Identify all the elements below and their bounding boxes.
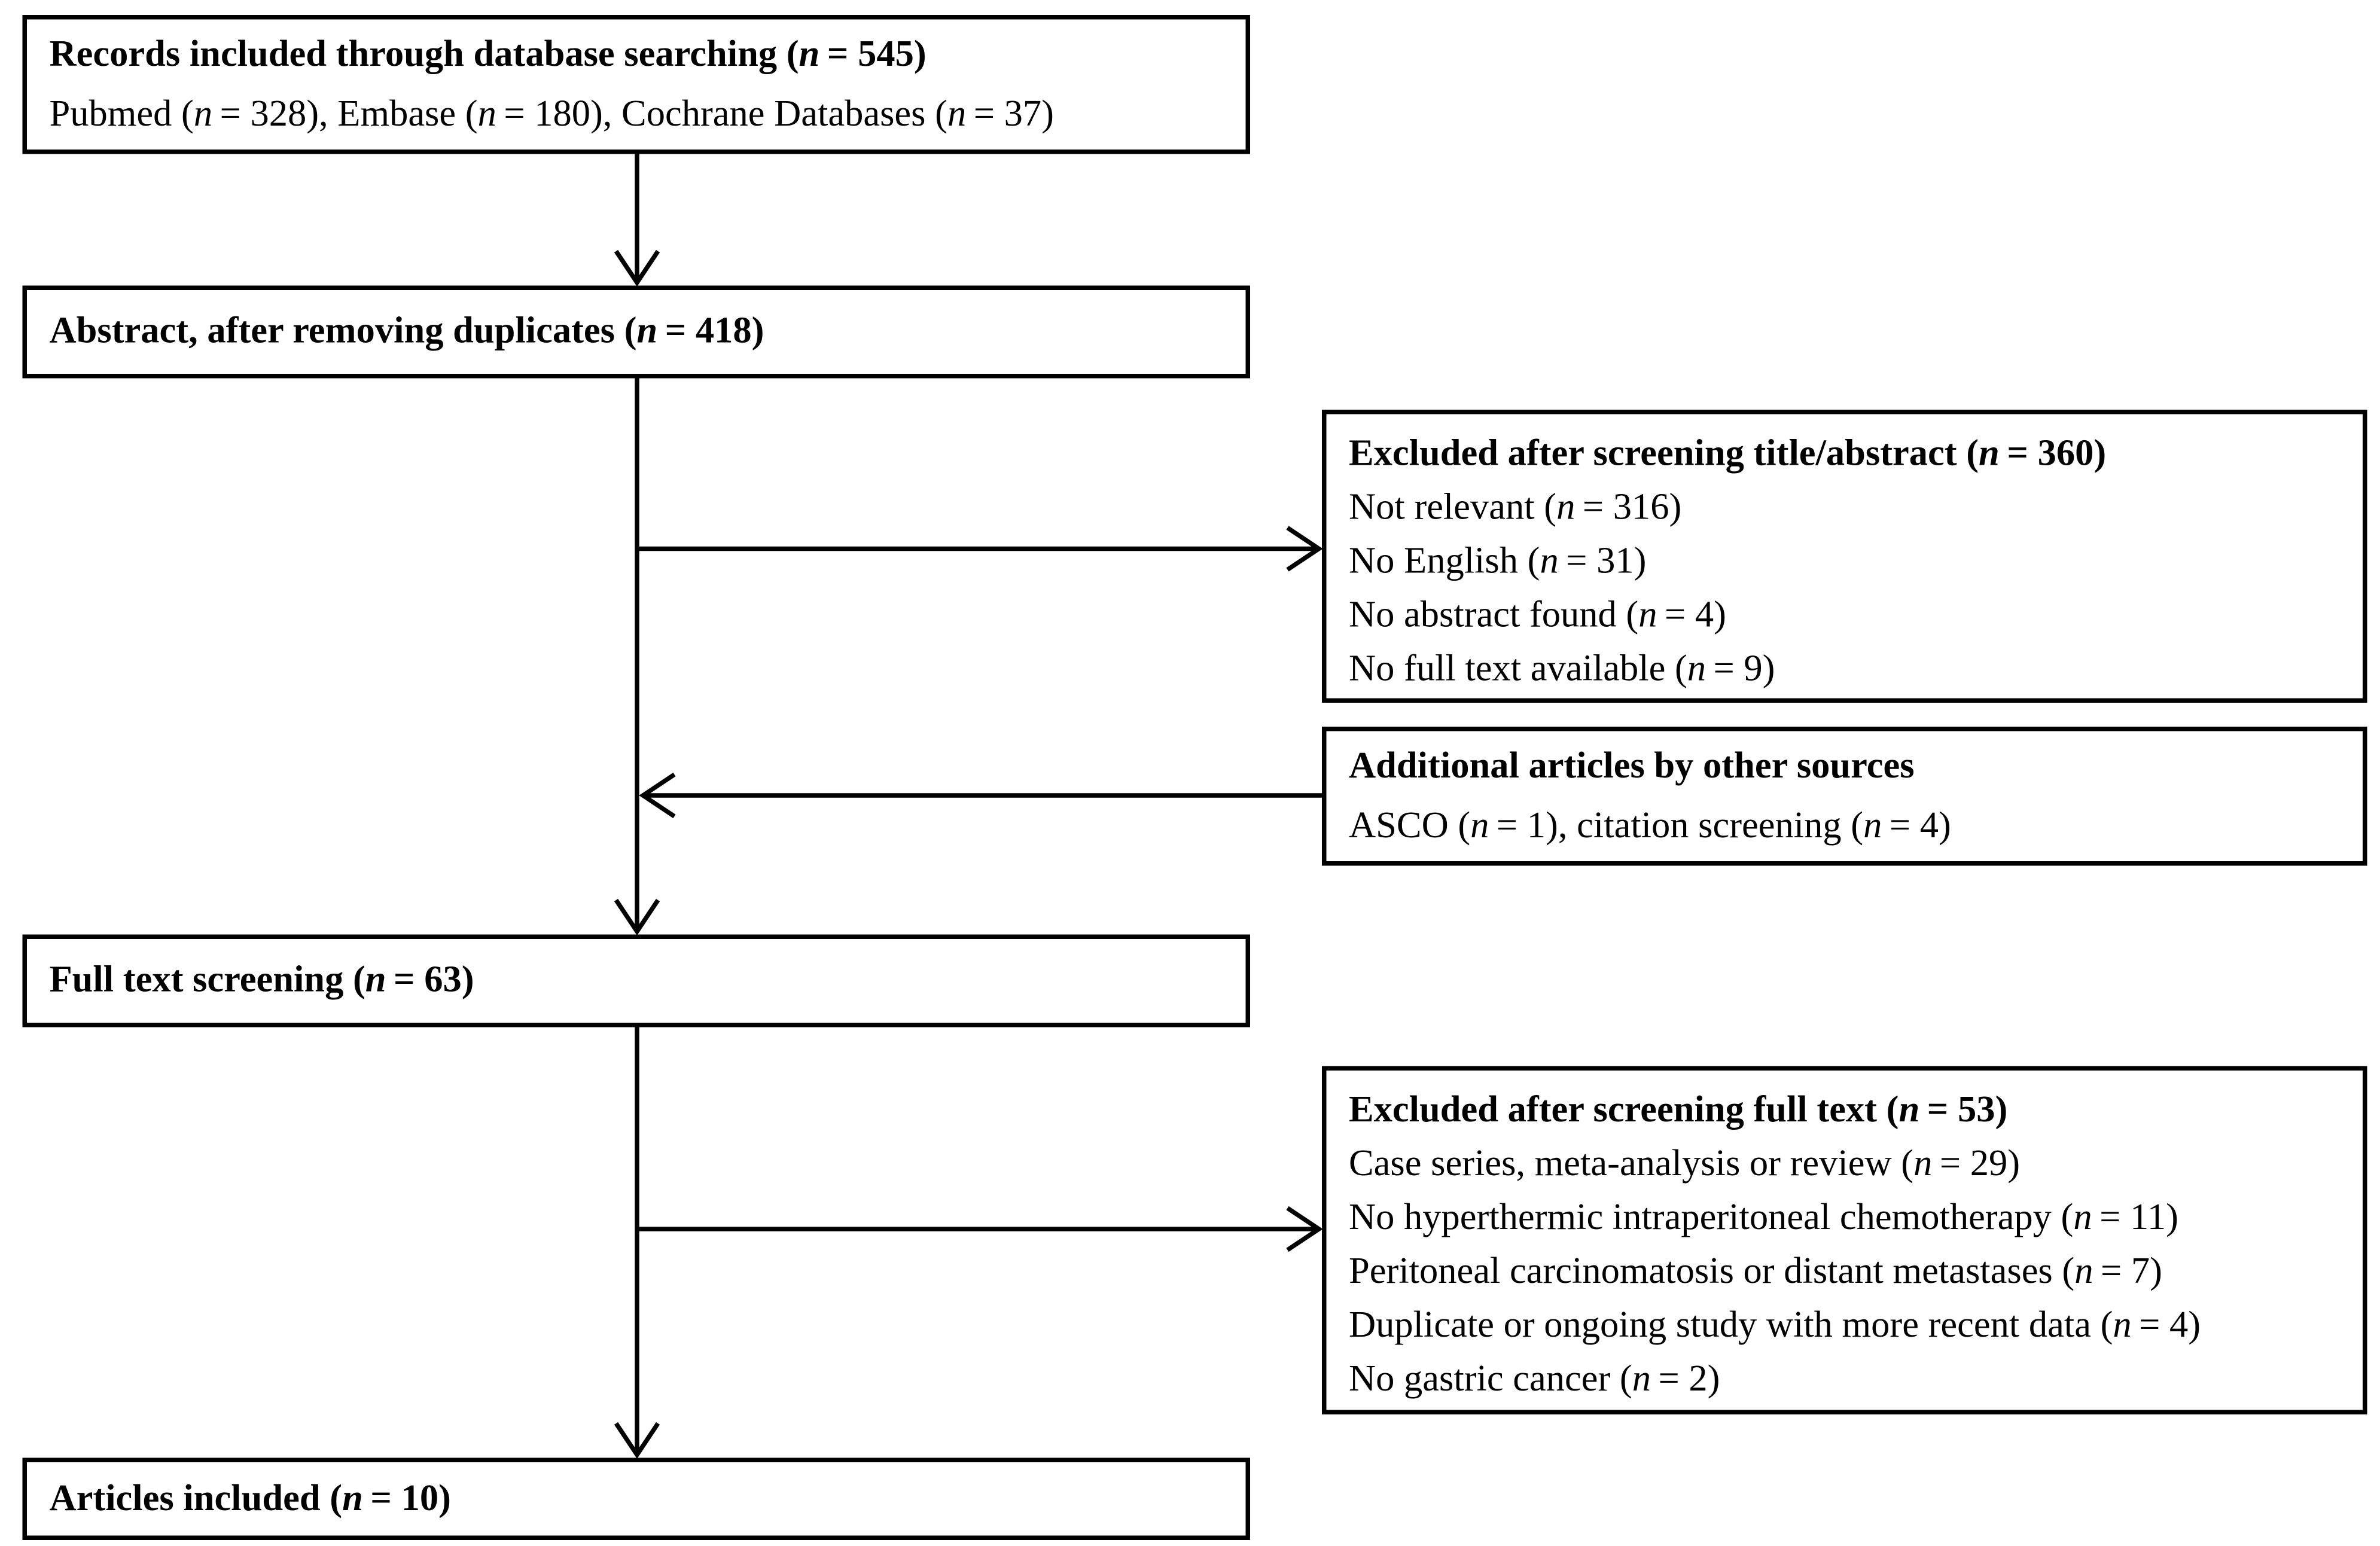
arrow-records-to-abstract bbox=[614, 154, 660, 287]
excluded-title-abstract-title: Excluded after screening title/abstract … bbox=[1349, 434, 2107, 474]
excluded-reason: No full text available (n = 9) bbox=[1349, 649, 1775, 690]
abstract-screening-title: Abstract, after removing duplicates (n =… bbox=[49, 311, 764, 352]
excluded-reason: No abstract found (n = 4) bbox=[1349, 595, 1726, 636]
box-records: Records included through database search… bbox=[22, 15, 1250, 154]
box-excluded-title-abstract: Excluded after screening title/abstract … bbox=[1322, 410, 2367, 703]
excluded-reason: Peritoneal carcinomatosis or distant met… bbox=[1349, 1251, 2162, 1292]
records-sources: Pubmed (n = 328), Embase (n = 180), Coch… bbox=[49, 94, 1054, 135]
excluded-full-text-title: Excluded after screening full text (n = … bbox=[1349, 1090, 2008, 1131]
arrow-additional-sources-to-main bbox=[639, 772, 1322, 819]
box-abstract-screening: Abstract, after removing duplicates (n =… bbox=[22, 285, 1250, 379]
excluded-reason: No gastric cancer (n = 2) bbox=[1349, 1359, 1720, 1400]
box-full-text-screening: Full text screening (n = 63) bbox=[22, 934, 1250, 1027]
excluded-reason: Not relevant (n = 316) bbox=[1349, 487, 1682, 528]
excluded-reason: No English (n = 31) bbox=[1349, 541, 1647, 582]
excluded-reason: No hyperthermic intraperitoneal chemothe… bbox=[1349, 1197, 2178, 1239]
full-text-screening-title: Full text screening (n = 63) bbox=[49, 960, 474, 1001]
excluded-reason: Case series, meta-analysis or review (n … bbox=[1349, 1144, 2021, 1185]
box-excluded-full-text: Excluded after screening full text (n = … bbox=[1322, 1066, 2367, 1414]
records-title: Records included through database search… bbox=[49, 34, 927, 75]
box-additional-sources: Additional articles by other sources ASC… bbox=[1322, 727, 2367, 866]
arrow-branch-to-excluded-abstract bbox=[637, 526, 1323, 572]
articles-included-title: Articles included (n = 10) bbox=[49, 1478, 451, 1518]
excluded-reason: Duplicate or ongoing study with more rec… bbox=[1349, 1305, 2201, 1346]
arrow-abstract-to-fulltext bbox=[614, 378, 660, 936]
additional-sources-detail: ASCO (n = 1), citation screening (n = 4) bbox=[1349, 806, 1951, 847]
arrow-fulltext-to-included bbox=[614, 1027, 660, 1459]
box-articles-included: Articles included (n = 10) bbox=[22, 1457, 1250, 1540]
additional-sources-title: Additional articles by other sources bbox=[1349, 746, 1915, 787]
arrow-branch-to-excluded-fulltext bbox=[637, 1206, 1323, 1252]
